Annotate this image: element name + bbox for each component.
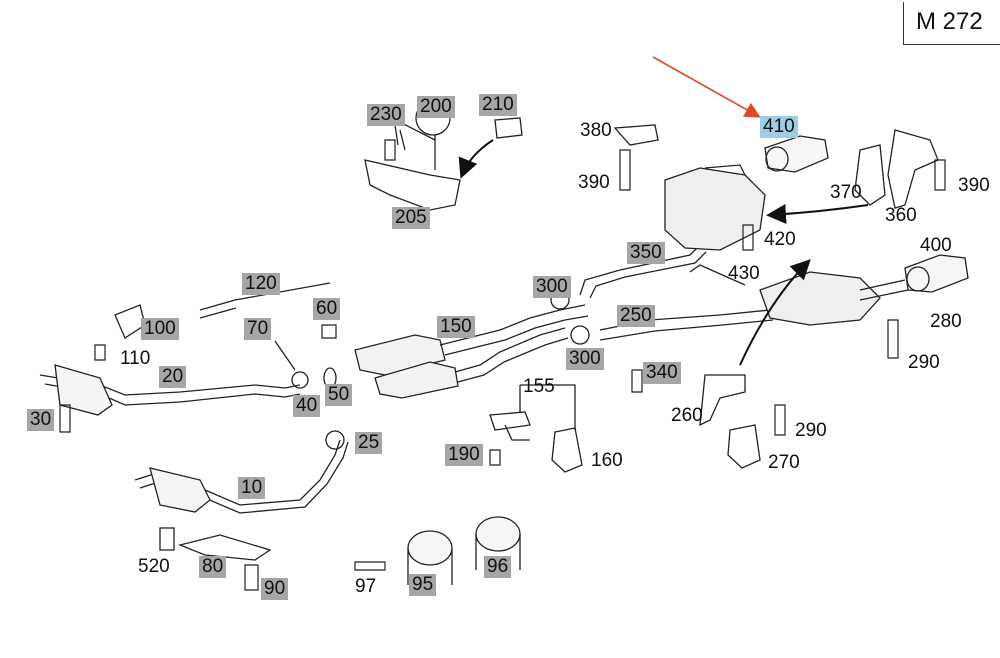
part-label-350[interactable]: 350: [627, 242, 665, 264]
part-label-96[interactable]: 96: [484, 556, 512, 578]
part-label-360[interactable]: 360: [885, 205, 917, 226]
arrow-to-bracket: [458, 139, 494, 179]
arrow-to-muffler: [766, 204, 869, 225]
part-label-97[interactable]: 97: [355, 576, 377, 597]
part-label-340[interactable]: 340: [643, 362, 681, 384]
catalyst-10: [149, 467, 211, 513]
part-label-110[interactable]: 110: [120, 348, 151, 369]
part-label-520[interactable]: 520: [138, 556, 170, 577]
bracket-205: [364, 159, 461, 211]
part-label-190[interactable]: 190: [445, 444, 483, 466]
part-label-155[interactable]: 155: [523, 376, 555, 397]
part-label-270[interactable]: 270: [768, 452, 800, 473]
part-label-80[interactable]: 80: [199, 556, 227, 578]
part-label-300[interactable]: 300: [533, 276, 571, 298]
part-label-160[interactable]: 160: [591, 450, 623, 471]
model-frame: [903, 2, 1000, 45]
part-label-40[interactable]: 40: [293, 395, 321, 417]
part-label-100[interactable]: 100: [141, 318, 179, 340]
part-label-390[interactable]: 390: [958, 175, 990, 196]
part-label-70[interactable]: 70: [244, 318, 272, 340]
hanger-260: [699, 374, 746, 427]
part-label-205[interactable]: 205: [392, 207, 430, 229]
part-label-370[interactable]: 370: [830, 182, 862, 203]
model-label: M 272: [916, 8, 983, 35]
hanger-270: [727, 424, 761, 469]
bracket-80: [177, 534, 272, 561]
part-label-420[interactable]: 420: [764, 229, 796, 250]
catalyst-150b: [374, 361, 459, 399]
part-label-410[interactable]: 410: [760, 116, 798, 138]
part-label-10[interactable]: 10: [238, 477, 266, 499]
part-label-90[interactable]: 90: [261, 578, 289, 600]
part-label-290[interactable]: 290: [795, 420, 827, 441]
clamp-25: [325, 430, 345, 450]
part-label-95[interactable]: 95: [409, 574, 437, 596]
part-label-230[interactable]: 230: [367, 104, 405, 126]
hanger-360: [887, 129, 939, 209]
sensor-120: [199, 282, 331, 311]
bracket-155: [489, 411, 531, 431]
hanger-160: [551, 427, 583, 473]
bracket-210: [494, 117, 523, 139]
part-label-250[interactable]: 250: [617, 305, 655, 327]
part-label-210[interactable]: 210: [479, 94, 517, 116]
part-label-25[interactable]: 25: [355, 432, 383, 454]
part-label-50[interactable]: 50: [325, 384, 353, 406]
part-label-30[interactable]: 30: [27, 409, 55, 431]
part-label-400[interactable]: 400: [920, 235, 952, 256]
part-label-380[interactable]: 380: [580, 120, 612, 141]
clamp-300b: [570, 325, 590, 345]
part-label-20[interactable]: 20: [159, 366, 187, 388]
part-label-60[interactable]: 60: [313, 298, 341, 320]
selection-arrow: [652, 56, 761, 118]
hanger-380: [613, 124, 659, 146]
part-label-150[interactable]: 150: [437, 316, 475, 338]
tip-410: [764, 135, 829, 173]
arrow-to-muffler-lower: [739, 259, 811, 366]
part-label-390[interactable]: 390: [578, 172, 610, 193]
clamp-40: [291, 371, 309, 389]
part-label-290[interactable]: 290: [908, 352, 940, 373]
part-label-200[interactable]: 200: [417, 96, 455, 118]
part-label-280[interactable]: 280: [930, 311, 962, 332]
pipe-350: [579, 244, 701, 296]
part-label-260[interactable]: 260: [671, 405, 703, 426]
tip-400: [904, 254, 969, 293]
hanger-370: [854, 144, 886, 206]
part-label-430[interactable]: 430: [728, 263, 760, 284]
part-label-120[interactable]: 120: [242, 273, 280, 295]
catalyst-20: [54, 364, 113, 416]
muffler-upper: [664, 167, 766, 251]
muffler-lower: [759, 271, 881, 326]
part-label-300[interactable]: 300: [566, 348, 604, 370]
